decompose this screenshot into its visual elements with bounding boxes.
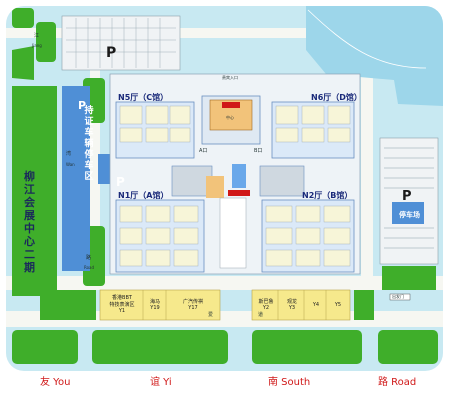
zone-y1-name: 香港BBT bbox=[112, 295, 132, 301]
entrance-a: A口 bbox=[199, 148, 208, 154]
hall-n1-label: N1厅（A馆） bbox=[118, 191, 169, 200]
legend-lu: 路 Road bbox=[378, 377, 417, 388]
road-vertical: 柳江会展中心二期 bbox=[24, 170, 35, 274]
jiang-en: Jiang bbox=[32, 43, 42, 48]
parking-lane bbox=[62, 86, 90, 271]
lu-label: 路 bbox=[86, 255, 92, 261]
legend-nan: 南 South bbox=[268, 377, 311, 388]
parking-lot-right bbox=[379, 137, 439, 265]
legend-you: 友 You bbox=[40, 377, 71, 388]
green-strip-left bbox=[12, 86, 57, 296]
parking-p-lane: P bbox=[78, 99, 87, 112]
center-label: 中心 bbox=[226, 115, 234, 120]
jiang-label: 江 bbox=[34, 33, 40, 39]
legend-yi: 谊 Yi bbox=[150, 377, 172, 388]
wan-label: 湾 bbox=[66, 151, 72, 157]
hall-n6-label: N6厅（D馆） bbox=[311, 93, 362, 102]
zone-y1-sub: 特技表演区 bbox=[109, 302, 135, 308]
zone-y3-code: Y3 bbox=[288, 305, 296, 311]
parking-vertical: 持证车辆停车区 bbox=[84, 106, 94, 182]
parking-right-label: 停车场 bbox=[399, 211, 420, 219]
zone-y1: 香港BBT 特技表演区 Y1 bbox=[102, 294, 142, 314]
zone-y1-code: Y1 bbox=[118, 308, 126, 314]
venue-map: 江 Jiang 贵宾入口 中心 P N5厅（C馆） N6厅（D馆） N1厅（A馆… bbox=[6, 6, 443, 371]
zone-y19: 海马 Y19 bbox=[144, 298, 166, 311]
top-entrance: 贵宾入口 bbox=[222, 75, 238, 80]
zone-y17-code: Y17 bbox=[188, 305, 198, 311]
zone-y3-name: 观龙 bbox=[286, 299, 297, 305]
zone-y2-code: Y2 bbox=[262, 305, 270, 311]
middle-road-left: 爱 bbox=[208, 312, 214, 318]
outdoor-zone-left bbox=[99, 289, 221, 321]
right-small-label: 出发门 bbox=[392, 294, 404, 299]
zone-y17-name: 广汽传祺 bbox=[182, 299, 203, 305]
zone-y2: 斯巴鲁 Y2 bbox=[254, 298, 278, 311]
middle-road-right: 道 bbox=[258, 312, 264, 318]
hall-n2-label: N2厅（B馆） bbox=[302, 191, 353, 200]
zone-y19-code: Y19 bbox=[150, 305, 160, 311]
entrance-b: B口 bbox=[254, 148, 263, 154]
wan-en: Wan bbox=[66, 162, 75, 167]
parking-p-right: P bbox=[402, 189, 412, 204]
zone-y4: Y4 bbox=[312, 302, 320, 308]
outdoor-zone-right bbox=[251, 289, 351, 321]
parking-p-top: P bbox=[106, 45, 117, 61]
road-en: Road bbox=[84, 265, 95, 270]
hall-n5-label: N5厅（C馆） bbox=[118, 93, 169, 102]
parking-lot-top bbox=[61, 15, 181, 71]
green-block bbox=[12, 8, 34, 28]
green-block-bottom bbox=[92, 330, 228, 364]
zone-y19-name: 海马 bbox=[149, 299, 160, 305]
parking-p-mid: P bbox=[116, 175, 125, 189]
map-graphics bbox=[6, 6, 443, 364]
zone-y17: 广汽传祺 Y17 bbox=[168, 298, 218, 311]
zone-y3: 观龙 Y3 bbox=[280, 298, 304, 311]
zone-y2-name: 斯巴鲁 bbox=[258, 299, 274, 305]
zone-y5: Y5 bbox=[334, 302, 342, 308]
lake bbox=[306, 6, 443, 106]
